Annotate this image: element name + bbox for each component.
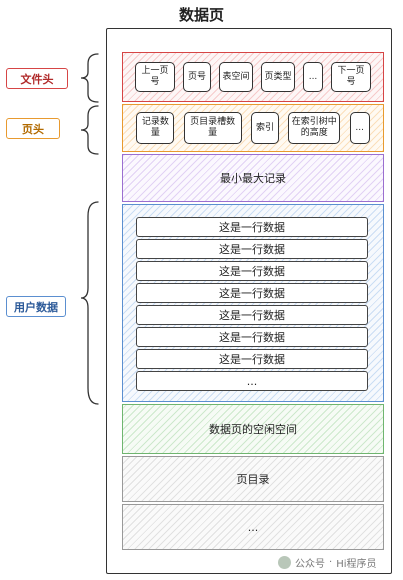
field-page-ellipsis: ...: [349, 112, 370, 144]
data-row-ellipsis: ...: [136, 371, 368, 391]
wechat-icon: [278, 555, 291, 569]
field-directory-slots: 页目录槽数量: [183, 112, 242, 144]
trailing-section: ...: [122, 504, 384, 550]
brace-file-header: [80, 53, 99, 103]
label-file-header: 文件头: [6, 68, 68, 89]
field-prev-page: 上一页号: [135, 62, 175, 92]
brace-user-data: [80, 201, 99, 405]
page-directory-section: 页目录: [122, 456, 384, 502]
field-next-page: 下一页号: [331, 62, 371, 92]
watermark: 公众号 · Hi程序员: [278, 553, 377, 571]
data-row: 这是一行数据: [136, 217, 368, 237]
field-record-count: 记录数量: [136, 112, 175, 144]
data-row: 这是一行数据: [136, 283, 368, 303]
page-header-section: 记录数量 页目录槽数量 索引 在索引树中的高度 ...: [122, 104, 384, 152]
watermark-separator: ·: [329, 556, 333, 568]
free-space-section: 数据页的空闲空间: [122, 404, 384, 454]
label-page-header: 页头: [6, 118, 60, 139]
data-row: 这是一行数据: [136, 327, 368, 347]
label-user-data: 用户数据: [6, 296, 66, 317]
watermark-prefix: 公众号: [295, 558, 325, 570]
min-max-records-section: 最小最大记录: [122, 154, 384, 202]
data-row: 这是一行数据: [136, 349, 368, 369]
watermark-name: Hi程序员: [336, 558, 377, 570]
data-row: 这是一行数据: [136, 261, 368, 281]
field-page-number: 页号: [183, 62, 211, 92]
brace-connectors: [80, 53, 99, 405]
field-page-type: 页类型: [261, 62, 295, 92]
data-page-frame: [106, 28, 392, 574]
file-header-section: 上一页号 页号 表空间 页类型 ... 下一页号: [122, 52, 384, 102]
diagram-title: 数据页: [178, 6, 224, 24]
field-file-ellipsis: ...: [303, 62, 323, 92]
field-tablespace: 表空间: [219, 62, 253, 92]
field-index: 索引: [250, 112, 279, 144]
field-tree-height: 在索引树中的高度: [288, 112, 341, 144]
data-row: 这是一行数据: [136, 239, 368, 259]
data-row: 这是一行数据: [136, 305, 368, 325]
brace-page-header: [80, 105, 99, 155]
